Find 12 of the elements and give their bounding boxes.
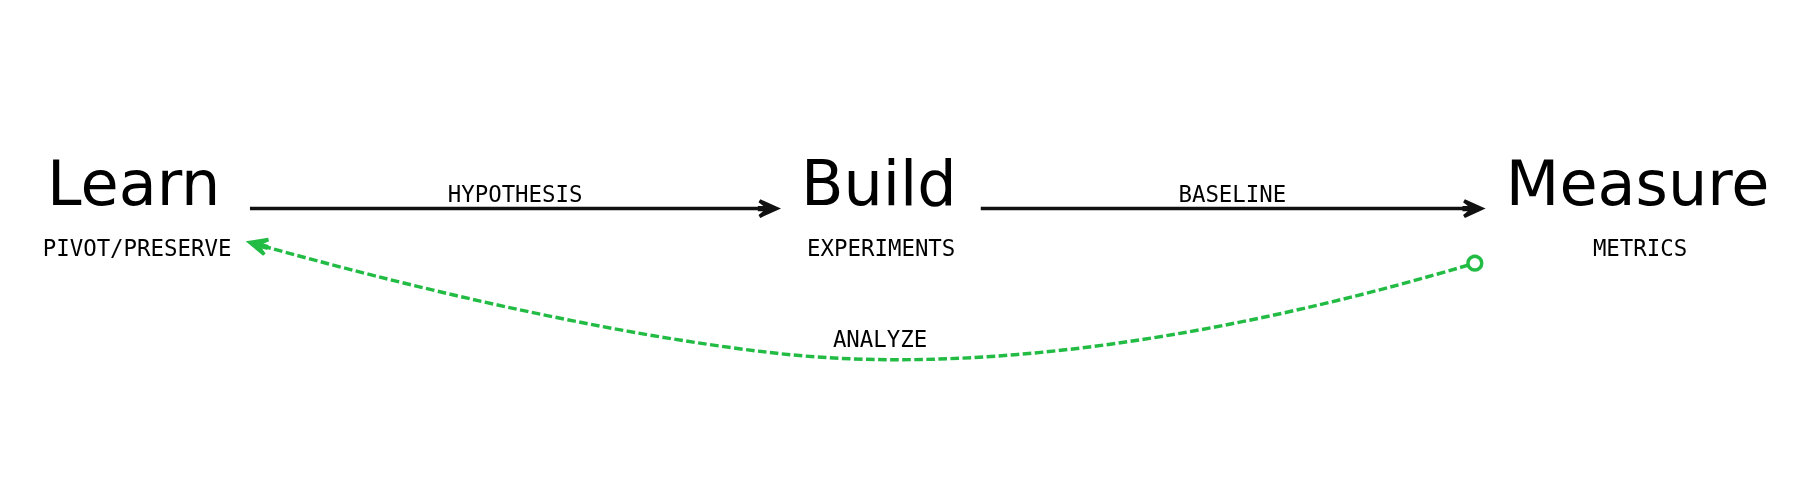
node-text: Build	[801, 146, 957, 220]
node-label: PIVOT/PRESERVE	[42, 234, 232, 261]
edge-label: ANALYZE	[832, 325, 928, 352]
node-text: Learn	[47, 146, 221, 220]
arrow	[249, 198, 779, 218]
node-text: Measure	[1505, 146, 1770, 220]
edge-label: BASELINE	[1178, 180, 1287, 207]
node-label: EXPERIMENTS	[807, 234, 956, 261]
arrow	[248, 237, 1484, 361]
node-label: METRICS	[1592, 234, 1688, 261]
edge-label: HYPOTHESIS	[447, 180, 583, 207]
arrow	[980, 198, 1484, 218]
